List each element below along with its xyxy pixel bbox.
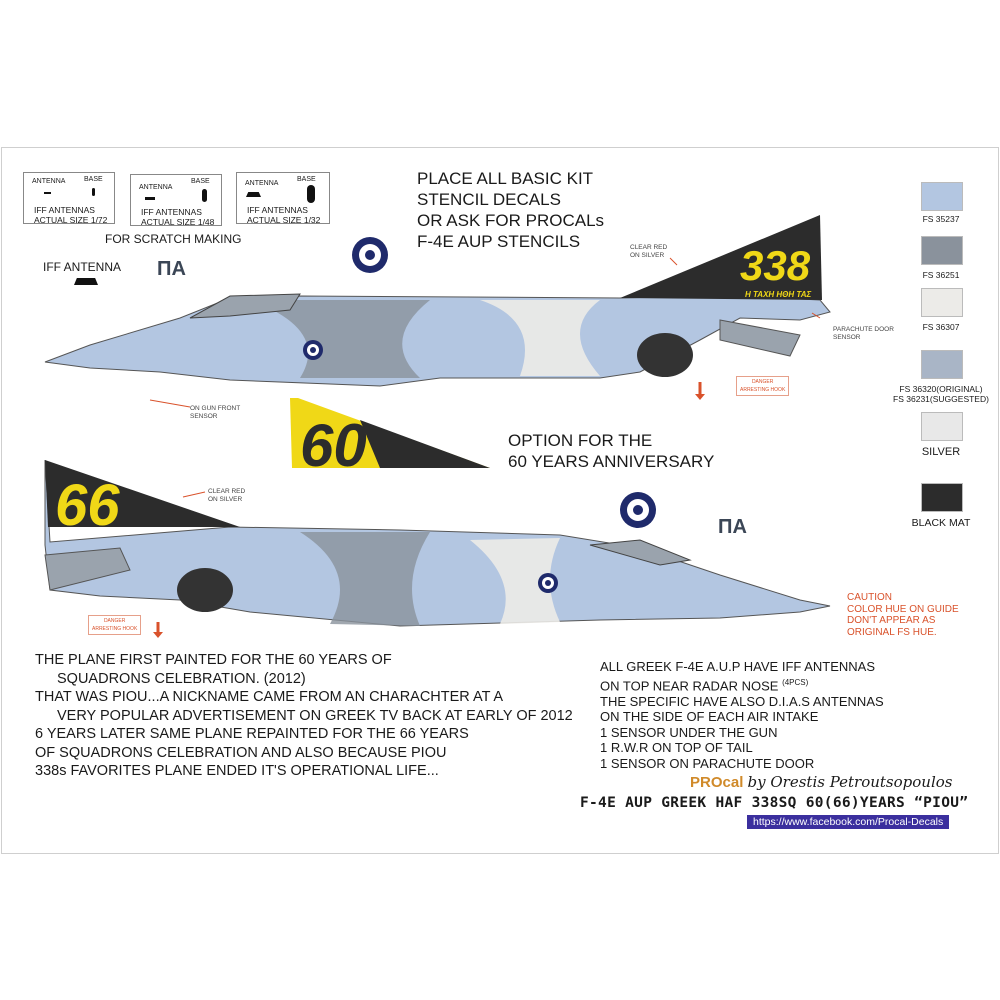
swatch-label: BLACK MAT bbox=[911, 517, 971, 529]
tail-60: 60 bbox=[300, 412, 367, 479]
antenna-label: ANTENNA bbox=[139, 184, 173, 191]
pa-marking-2: ΠΑ bbox=[718, 516, 747, 538]
procal-logo: PROcal bbox=[690, 774, 744, 791]
swatch-label: FS 35237 bbox=[922, 214, 960, 224]
iff-antenna-caption: IFF ANTENNA bbox=[43, 260, 122, 274]
swatch-fs36251 bbox=[921, 236, 963, 265]
tail-66: 66 bbox=[55, 473, 120, 538]
sheet-title: F-4E AUP GREEK HAF 338SQ 60(66)YEARS “PI… bbox=[580, 795, 969, 811]
story-paragraph: THE PLANE FIRST PAINTED FOR THE 60 YEARS… bbox=[35, 652, 573, 779]
swatch-label: SILVER bbox=[921, 446, 961, 458]
instruction-sheet bbox=[1, 147, 999, 854]
tail-338: 338 bbox=[740, 242, 811, 289]
base-label: BASE bbox=[297, 176, 316, 183]
scratch-caption: FOR SCRATCH MAKING bbox=[105, 232, 242, 246]
base-label: BASE bbox=[84, 176, 103, 183]
swatch-fs36320 bbox=[921, 350, 963, 379]
tail-motto: Η ΤΑΧΗ ΗΘΗ ΤΑΣ bbox=[745, 290, 811, 299]
pa-marking: ΠΑ bbox=[157, 258, 186, 280]
box-line2: ACTUAL SIZE 1/48 bbox=[141, 217, 215, 227]
swatch-fs35237 bbox=[921, 182, 963, 211]
swatch-fs36307 bbox=[921, 288, 963, 317]
swatch-black-mat bbox=[921, 483, 963, 512]
aircraft-side-view-bottom: 66 bbox=[44, 459, 831, 638]
iff-antenna-icon bbox=[74, 278, 98, 285]
facebook-link[interactable]: https://www.facebook.com/Procal-Decals bbox=[747, 815, 950, 829]
box-line2: ACTUAL SIZE 1/32 bbox=[247, 215, 321, 225]
base-label: BASE bbox=[191, 178, 210, 185]
aircraft-side-view-top: 338 Η ΤΑΧΗ ΗΘΗ ΤΑΣ bbox=[44, 215, 831, 400]
box-line1: IFF ANTENNAS bbox=[141, 207, 202, 217]
swatch-label-2: FS 36231(SUGGESTED) bbox=[893, 394, 989, 404]
brand-signature: PROcal by Orestis Petroutsopoulos bbox=[690, 773, 953, 791]
swatch-label: FS 36307 bbox=[922, 322, 960, 332]
antenna-notes: ALL GREEK F-4E A.U.P HAVE IFF ANTENNAS O… bbox=[600, 659, 884, 771]
swatch-label: FS 36320(ORIGINAL) bbox=[899, 384, 983, 394]
antenna-label: ANTENNA bbox=[32, 178, 66, 185]
box-line1: IFF ANTENNAS bbox=[34, 205, 95, 215]
swatch-silver bbox=[921, 412, 963, 441]
antenna-label: ANTENNA bbox=[245, 180, 279, 187]
swatch-label: FS 36251 bbox=[922, 270, 960, 280]
box-line2: ACTUAL SIZE 1/72 bbox=[34, 215, 108, 225]
box-line1: IFF ANTENNAS bbox=[247, 205, 308, 215]
tail-option-60: 60 bbox=[290, 398, 490, 479]
